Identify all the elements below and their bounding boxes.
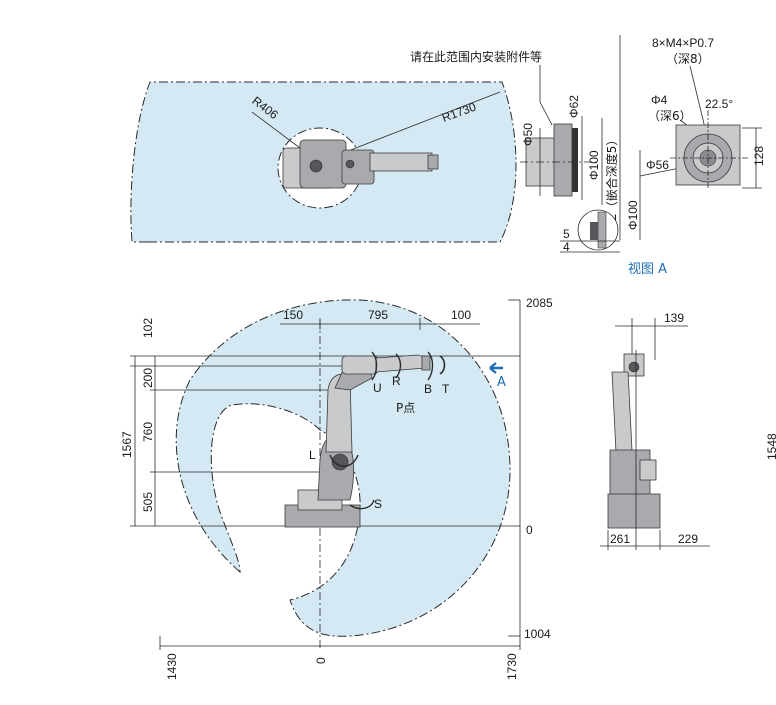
phi62b-label: Φ62（嵌合深度5） <box>604 134 619 238</box>
d505-label: 505 <box>141 492 155 512</box>
d100-label: 100 <box>451 308 471 322</box>
mounting-note: 请在此范围内安装附件等 <box>410 49 542 64</box>
axis-u-label: U <box>373 381 382 395</box>
d229-label: 229 <box>678 532 698 546</box>
d1430-label: 1430 <box>165 653 179 680</box>
thread-depth-label: （深8） <box>666 52 710 66</box>
front-arm <box>611 371 633 453</box>
axis-s-label: S <box>374 497 382 511</box>
upper-arm-joint <box>341 355 379 375</box>
angle-label: 22.5° <box>705 97 733 111</box>
d2085-label: 2085 <box>526 296 553 310</box>
phi4-depth-label: （深6） <box>648 109 692 123</box>
dim128-label: 128 <box>752 146 766 166</box>
front-view: 139 261 229 1548 <box>600 311 776 550</box>
phi50-label: Φ50 <box>521 123 535 146</box>
phi100a-label: Φ100 <box>587 150 601 180</box>
phi100b-label: Φ100 <box>626 200 640 230</box>
top-view-robot <box>282 139 439 189</box>
side-view: 150 795 100 2085 102 200 1567 760 505 0 … <box>120 296 553 680</box>
flange-face: 8×M4×P0.7 （深8） Φ4 （深6） 22.5° Φ56 128 <box>639 36 766 190</box>
flange-detail: 请在此范围内安装附件等 Φ50 Φ62 Φ100 Φ62（嵌合深度5） Φ100… <box>410 35 667 277</box>
axis-r-label: R <box>392 374 401 388</box>
phi62a-label: Φ62 <box>567 95 581 118</box>
thread-label: 8×M4×P0.7 <box>652 36 714 50</box>
front-base <box>607 493 661 529</box>
side-view-work-envelope <box>175 299 511 637</box>
top-view: R406 R1730 <box>130 81 517 243</box>
d760-label: 760 <box>141 422 155 442</box>
d1567-label: 1567 <box>120 431 134 458</box>
d139-label: 139 <box>664 311 684 325</box>
d261-label: 261 <box>610 532 630 546</box>
d150-label: 150 <box>283 308 303 322</box>
side-view-robot <box>284 351 446 528</box>
r1730-leader <box>329 91 501 159</box>
d102-label: 102 <box>141 318 155 338</box>
p-point-label: P点 <box>396 401 415 415</box>
phi4-label: Φ4 <box>651 93 668 107</box>
axis-b-label: B <box>424 382 432 396</box>
d1730-label: 1730 <box>505 653 519 680</box>
d200-label: 200 <box>141 368 155 388</box>
flange-mount-face <box>572 128 578 192</box>
view-a-arrow <box>489 362 503 374</box>
d1004-label: 1004 <box>524 627 551 641</box>
d0-bottom-label: 0 <box>314 657 328 664</box>
d0-right-label: 0 <box>526 523 533 537</box>
flange-side-plate <box>553 123 573 197</box>
d1548-label: 1548 <box>765 433 776 460</box>
phi56-label: Φ56 <box>646 158 669 172</box>
arrow-a-label: A <box>497 375 506 390</box>
dim5-label: 5 <box>563 227 570 241</box>
dim4-label: 4 <box>563 240 570 254</box>
view-a-label: 视图 A <box>628 262 667 277</box>
axis-l-label: L <box>309 448 316 462</box>
axis-t-label: T <box>442 382 450 396</box>
d795-label: 795 <box>368 308 388 322</box>
